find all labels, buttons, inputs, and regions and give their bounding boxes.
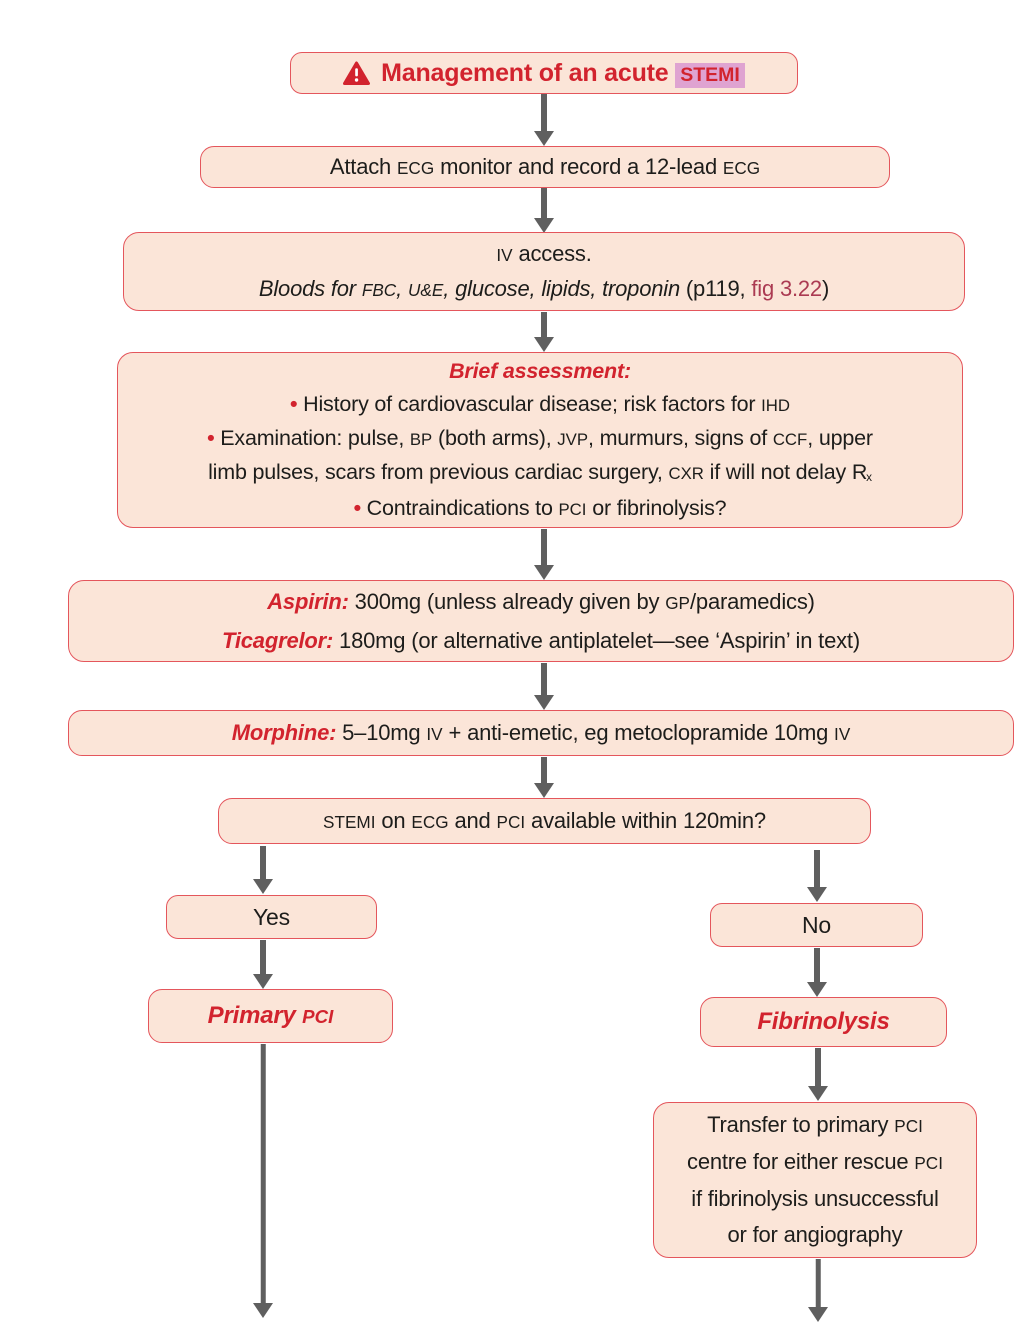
arrow-aspirin-to-morphine bbox=[534, 663, 554, 710]
arrow-yes-to-primary-pci bbox=[253, 940, 273, 989]
node-brief-assessment: Brief assessment: • History of cardiovas… bbox=[117, 352, 963, 528]
title-text: Management of an acute STEMI bbox=[381, 59, 745, 88]
fibrinolysis-text: Fibrinolysis bbox=[757, 1008, 890, 1035]
arrow-question-to-yes bbox=[253, 846, 273, 894]
assessment-bullet-contraindications: • Contraindications to PCI or fibrinolys… bbox=[353, 495, 727, 520]
node-aspirin-ticagrelor: Aspirin: 300mg (unless already given by … bbox=[68, 580, 1014, 662]
arrow-assessment-to-aspirin bbox=[534, 529, 554, 580]
node-morphine: Morphine: 5–10mg IV + anti-emetic, eg me… bbox=[68, 710, 1014, 756]
transfer-line2: centre for either rescue PCI bbox=[687, 1149, 943, 1174]
arrow-title-to-attach bbox=[534, 94, 554, 146]
node-primary-pci: Primary PCI bbox=[148, 989, 393, 1043]
arrow-fibrinolysis-to-transfer bbox=[808, 1048, 828, 1101]
assessment-examination-cont: limb pulses, scars from previous cardiac… bbox=[208, 459, 872, 484]
transfer-line4: or for angiography bbox=[727, 1222, 903, 1247]
yes-text: Yes bbox=[253, 903, 290, 930]
arrow-no-to-fibrinolysis bbox=[807, 948, 827, 997]
arrow-primary-pci-exit bbox=[253, 1044, 273, 1318]
node-attach-ecg: Attach ECG monitor and record a 12-lead … bbox=[200, 146, 890, 188]
node-title: Management of an acute STEMI bbox=[290, 52, 798, 94]
pci-question-text: STEMI on ECG and PCI available within 12… bbox=[323, 808, 766, 833]
assessment-bullet-history: • History of cardiovascular disease; ris… bbox=[290, 391, 790, 416]
node-yes: Yes bbox=[166, 895, 377, 939]
node-transfer-pci-centre: Transfer to primary PCI centre for eithe… bbox=[653, 1102, 977, 1258]
node-no: No bbox=[710, 903, 923, 947]
iv-access-line2: Bloods for FBC, U&E, glucose, lipids, tr… bbox=[258, 275, 830, 301]
node-fibrinolysis: Fibrinolysis bbox=[700, 997, 947, 1047]
arrow-iv-to-assessment bbox=[534, 312, 554, 352]
node-iv-access: IV access. Bloods for FBC, U&E, glucose,… bbox=[123, 232, 965, 311]
assessment-heading: Brief assessment: bbox=[449, 358, 631, 383]
transfer-line3: if fibrinolysis unsuccessful bbox=[691, 1186, 939, 1211]
morphine-line: Morphine: 5–10mg IV + anti-emetic, eg me… bbox=[231, 720, 851, 745]
iv-access-line1: IV access. bbox=[496, 240, 592, 266]
arrow-transfer-exit bbox=[808, 1259, 828, 1322]
no-text: No bbox=[801, 911, 831, 938]
arrow-attach-to-iv bbox=[534, 188, 554, 233]
primary-pci-text: Primary PCI bbox=[207, 1002, 334, 1029]
assessment-bullet-examination: • Examination: pulse, BP (both arms), JV… bbox=[207, 425, 873, 450]
node-pci-question: STEMI on ECG and PCI available within 12… bbox=[218, 798, 871, 844]
arrow-morphine-to-question bbox=[534, 757, 554, 798]
ticagrelor-line: Ticagrelor: 180mg (or alternative antipl… bbox=[222, 628, 860, 653]
aspirin-line: Aspirin: 300mg (unless already given by … bbox=[267, 589, 815, 614]
transfer-line1: Transfer to primary PCI bbox=[707, 1112, 923, 1137]
warning-triangle-icon bbox=[343, 61, 371, 86]
attach-ecg-text: Attach ECG monitor and record a 12-lead … bbox=[329, 154, 761, 179]
arrow-question-to-no bbox=[807, 850, 827, 902]
